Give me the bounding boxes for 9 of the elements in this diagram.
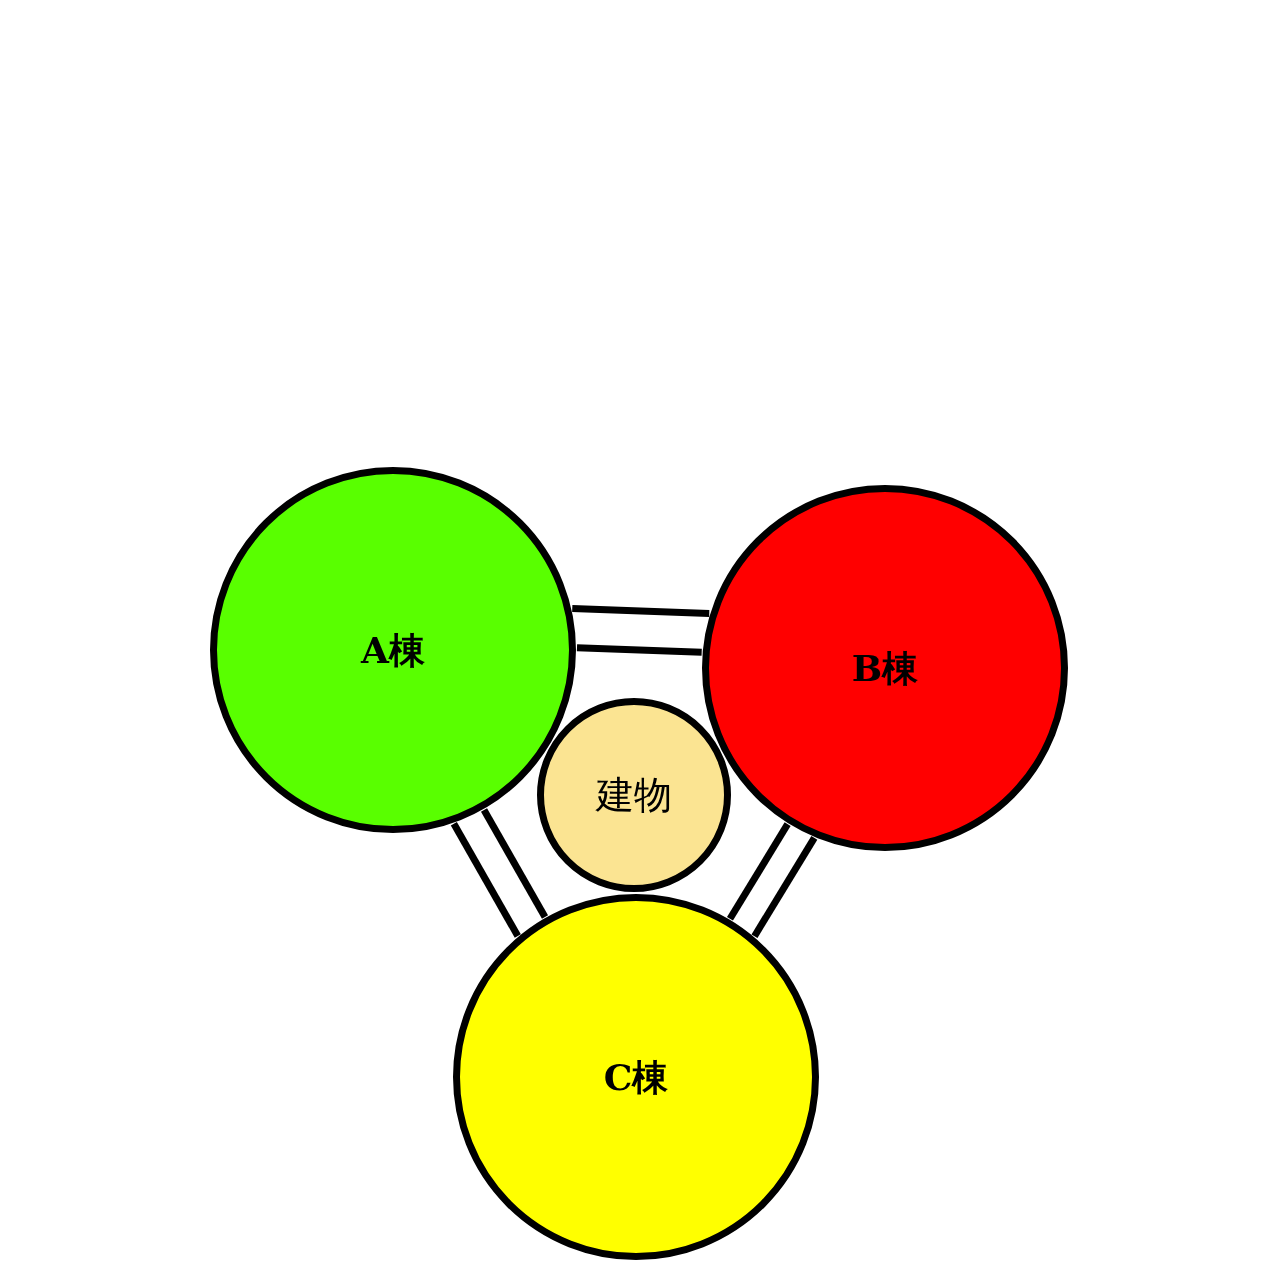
connector-line [576, 644, 702, 656]
connector-line [480, 808, 549, 919]
connector-line [751, 836, 818, 939]
node-label: B棟 [851, 650, 919, 686]
connector-line [450, 821, 521, 938]
connector-line [727, 822, 791, 921]
node-label: 建物 [596, 776, 672, 814]
node-label: C棟 [603, 1059, 669, 1095]
node-label: A棟 [361, 632, 425, 668]
